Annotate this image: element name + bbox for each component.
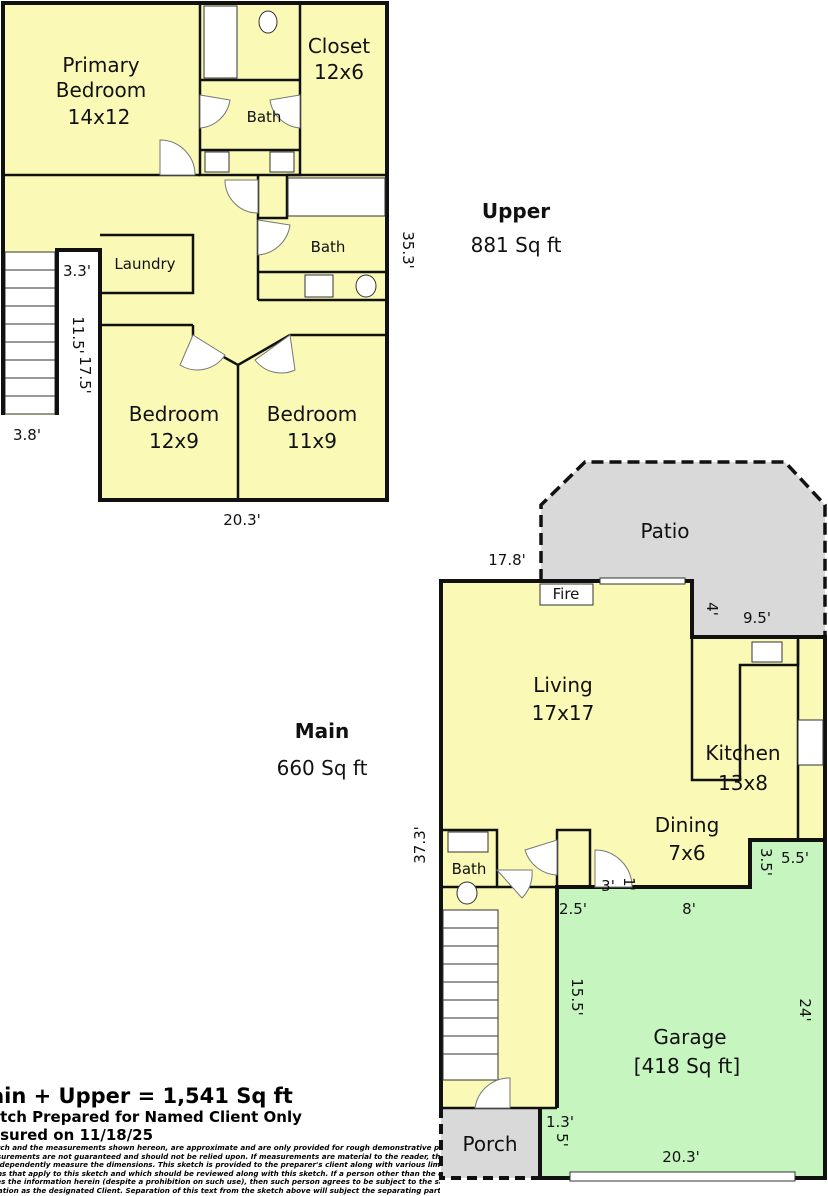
- dim-garage-11: 20.3': [662, 1148, 700, 1166]
- dim-garage-2: 5.5': [781, 849, 809, 867]
- fireplace-label: Fire: [553, 585, 580, 603]
- room-bedroom-3-size: 11x9: [287, 429, 337, 453]
- footer: ain + Upper = 1,541 Sq ft etch Prepared …: [0, 1084, 440, 1196]
- room-garage-area: [418 Sq ft]: [634, 1054, 740, 1078]
- room-bedroom-2-size: 12x9: [149, 429, 199, 453]
- room-bath-upper-2: Bath: [311, 238, 346, 256]
- upper-floor-area: [3, 3, 387, 500]
- dim-garage-5: 2.5': [559, 900, 587, 918]
- bath-sink-main: [447, 831, 489, 853]
- dim-garage-1: 3.5': [757, 848, 775, 876]
- room-garage: Garage: [653, 1025, 726, 1049]
- room-living: Living: [533, 673, 592, 697]
- main-floor-area-label: 660 Sq ft: [277, 756, 368, 780]
- main-floor: Fire Patio Living 17x17 Kitchen 13x8: [411, 460, 827, 1182]
- dim-stair-bottom: 3.8': [13, 426, 41, 444]
- sink-upper-2: [269, 151, 295, 173]
- garage-door: [569, 1171, 796, 1182]
- upper-floor-title: Upper: [482, 199, 550, 223]
- toilet-main: [456, 881, 478, 905]
- room-bath-main: Bath: [452, 860, 487, 878]
- kitchen-sink: [751, 641, 783, 663]
- room-dining: Dining: [655, 813, 720, 837]
- room-kitchen-size: 13x8: [718, 771, 768, 795]
- room-laundry: Laundry: [114, 255, 175, 273]
- dim-garage-10: 5': [553, 1133, 571, 1147]
- dim-main-left: 37.3': [411, 826, 429, 864]
- room-living-size: 17x17: [532, 701, 595, 725]
- upper-floor-area-label: 881 Sq ft: [471, 233, 562, 257]
- dim-garage-9: 1.3': [546, 1113, 574, 1131]
- room-primary-bedroom-size: 14x12: [68, 105, 131, 129]
- disclaimer-line: etch and the measurements shown hereon, …: [0, 1143, 440, 1152]
- dim-upper-bottom: 20.3': [223, 511, 261, 529]
- room-primary-bedroom: Primary: [62, 53, 139, 77]
- stove: [797, 719, 824, 766]
- prepared-note: etch Prepared for Named Client Only: [0, 1108, 302, 1126]
- dim-garage-8: 24': [796, 998, 814, 1021]
- bathtub-upper-1: [203, 5, 238, 79]
- room-dining-size: 7x6: [668, 841, 705, 865]
- disclaimer-line: itation as the designated Client. Separa…: [0, 1185, 440, 1195]
- dim-stair-full: 17.5': [76, 356, 94, 394]
- room-bedroom-3: Bedroom: [267, 402, 357, 426]
- dim-patio-depth: 4': [703, 602, 721, 616]
- garage-area: [540, 840, 825, 1178]
- room-closet-size: 12x6: [314, 60, 364, 84]
- porch-area: [441, 1108, 540, 1178]
- upper-floor: Primary Bedroom 14x12 Closet 12x6 Bath B…: [1, 1, 417, 529]
- toilet-upper-2: [355, 274, 377, 298]
- room-patio: Patio: [640, 519, 689, 543]
- room-bedroom-2: Bedroom: [129, 402, 219, 426]
- bathtub-upper-2: [287, 177, 386, 217]
- room-porch: Porch: [462, 1132, 517, 1156]
- dim-main-top: 17.8': [488, 551, 526, 569]
- room-primary-bedroom-line2: Bedroom: [56, 78, 146, 102]
- disclaimer-line: independently measure the dimensions. Th…: [0, 1160, 440, 1170]
- dim-upper-right: 35.3': [399, 231, 417, 269]
- disclaimer-line: ons that apply to this sketch and which …: [0, 1168, 440, 1178]
- dim-garage-3: 3': [601, 877, 615, 895]
- measured-date: asured on 11/18/25: [0, 1126, 154, 1144]
- dim-garage-4: 1': [620, 877, 638, 891]
- dim-garage-6: 8': [682, 900, 696, 918]
- slider-door-patio: [599, 577, 686, 585]
- stairs-main: [442, 909, 499, 1081]
- dim-stair-top: 3.3': [63, 262, 91, 280]
- sink-upper-1: [204, 151, 230, 173]
- dim-stair-len: 11.5': [69, 316, 87, 354]
- disclaimer-line: asurements are not guaranteed and should…: [0, 1151, 440, 1161]
- dim-patio-width: 9.5': [743, 609, 771, 627]
- disclaimer-line: ses the information herein (despite a pr…: [0, 1177, 440, 1187]
- total-area: ain + Upper = 1,541 Sq ft: [0, 1084, 293, 1108]
- main-floor-title: Main: [295, 719, 350, 743]
- dim-garage-7: 15.5': [568, 978, 586, 1016]
- fireplace: [539, 583, 594, 606]
- main-floor-area: [441, 581, 825, 1108]
- sink-upper-3: [304, 274, 334, 298]
- stairs-upper: [4, 251, 56, 415]
- toilet-upper-1: [258, 10, 278, 34]
- room-kitchen: Kitchen: [705, 741, 780, 765]
- room-bath-upper-1: Bath: [247, 108, 282, 126]
- room-closet: Closet: [308, 34, 370, 58]
- patio-area: [539, 460, 827, 639]
